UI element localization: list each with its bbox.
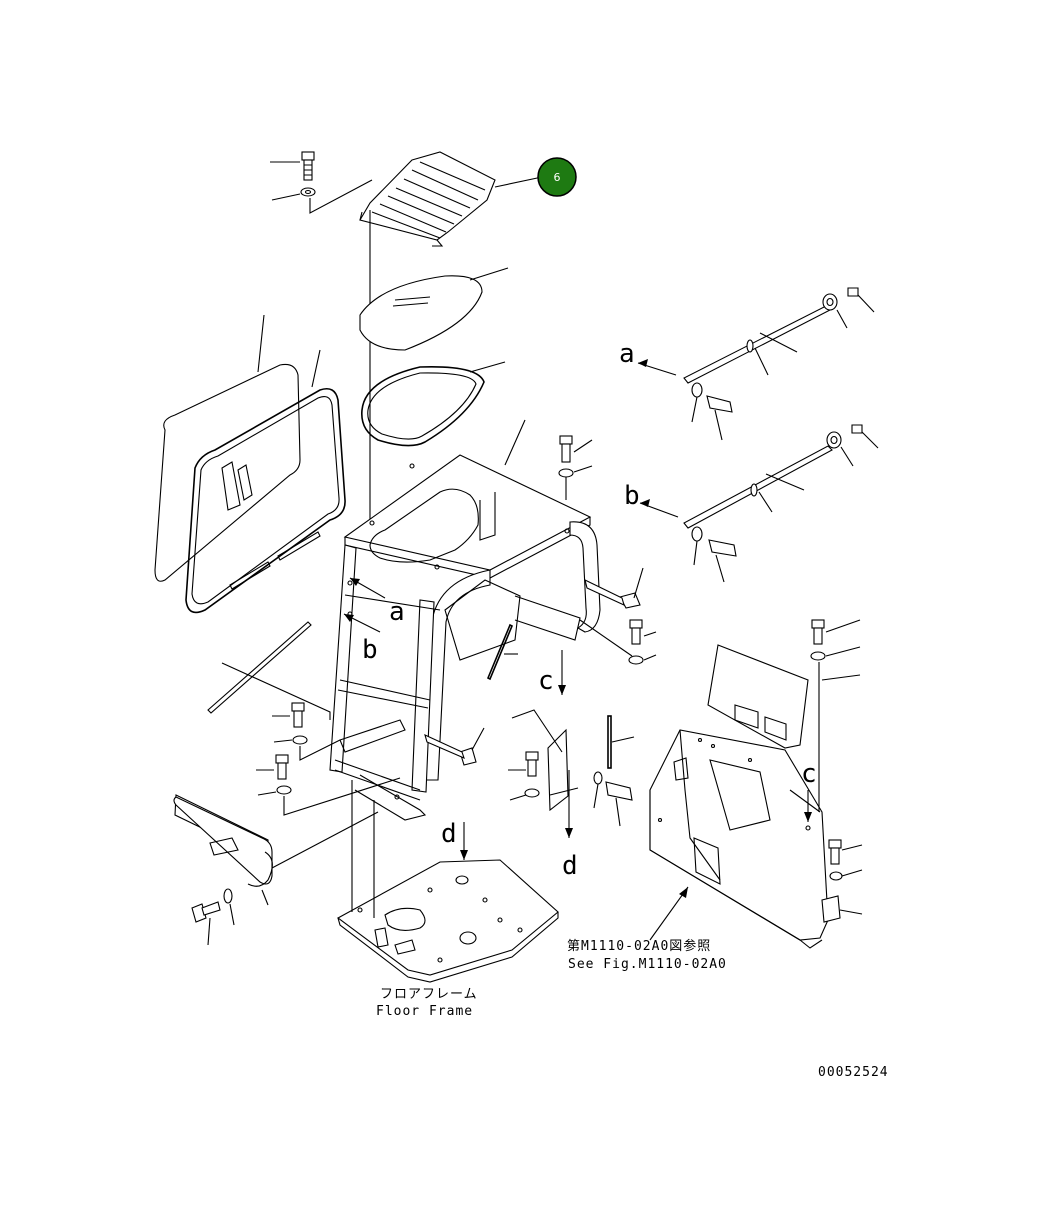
right-cover-upper[interactable] (707, 644, 809, 749)
see-fig-note-jp: 第M1110-02A0図参照 (567, 938, 711, 954)
seal-strip-left[interactable] (207, 621, 312, 714)
ref-letter-a-top: a (619, 339, 635, 369)
washer-frame-right[interactable] (558, 468, 574, 478)
bracket-center[interactable] (547, 728, 579, 812)
hotspot-number: 6 (554, 171, 561, 184)
bolt-left-2[interactable] (275, 754, 289, 780)
ref-letter-c-frame: c (538, 666, 554, 696)
roof-seal[interactable] (361, 365, 485, 447)
side-window-seal[interactable] (185, 387, 346, 614)
roof-shade-part[interactable] (359, 151, 496, 247)
ref-letter-d-lower: d (562, 851, 578, 881)
washer-bottom-left[interactable] (223, 888, 233, 904)
washer-center-3[interactable] (593, 771, 603, 785)
washer-top[interactable] (300, 187, 316, 197)
bolt-c[interactable] (629, 619, 643, 645)
bracket-right-lower[interactable] (821, 895, 841, 923)
bolt-right-top[interactable] (811, 619, 825, 645)
bolt-top[interactable] (301, 151, 315, 181)
washer-right-top[interactable] (810, 651, 826, 661)
bolt-center-3[interactable] (605, 781, 633, 801)
right-cover-lower[interactable] (649, 729, 829, 949)
cab-frame[interactable] (329, 454, 601, 821)
bolt-left-1[interactable] (291, 702, 305, 728)
floor-frame-label-jp: フロアフレーム (380, 987, 478, 1002)
bolt-bottom-left[interactable] (191, 901, 221, 923)
rod-b-assembly[interactable] (683, 424, 863, 557)
ref-letter-c-right: c (801, 759, 817, 789)
bolt-right-lower[interactable] (828, 839, 842, 865)
see-fig-note-en: See Fig.M1110-02A0 (568, 957, 727, 972)
ref-letter-b-top: b (624, 481, 640, 511)
seal-strip-vertical[interactable] (607, 715, 612, 769)
hotspot-marker-6[interactable]: 6 (537, 157, 577, 197)
ref-letter-b-frame: b (362, 635, 378, 665)
washer-left-2[interactable] (276, 785, 292, 795)
washer-right-lower[interactable] (829, 871, 843, 881)
floor-frame-label-en: Floor Frame (376, 1004, 473, 1019)
ref-letter-a-frame: a (389, 597, 405, 627)
bolt-mid-right[interactable] (584, 578, 641, 609)
roof-glass[interactable] (359, 275, 483, 351)
ref-letter-d-floor: d (441, 819, 457, 849)
bolt-center-2[interactable] (525, 751, 539, 777)
washer-left-1[interactable] (292, 735, 308, 745)
seal-strip-frame[interactable] (486, 623, 514, 681)
floor-frame[interactable] (336, 859, 559, 983)
washer-center-2[interactable] (524, 788, 540, 798)
lower-left-cover[interactable] (173, 794, 273, 887)
rod-a-assembly[interactable] (683, 287, 859, 413)
bolt-frame-right[interactable] (559, 435, 573, 463)
bolt-center-lower[interactable] (424, 734, 477, 766)
washer-c[interactable] (628, 655, 644, 665)
drawing-number: 00052524 (818, 1065, 889, 1080)
side-glass[interactable] (154, 363, 301, 582)
